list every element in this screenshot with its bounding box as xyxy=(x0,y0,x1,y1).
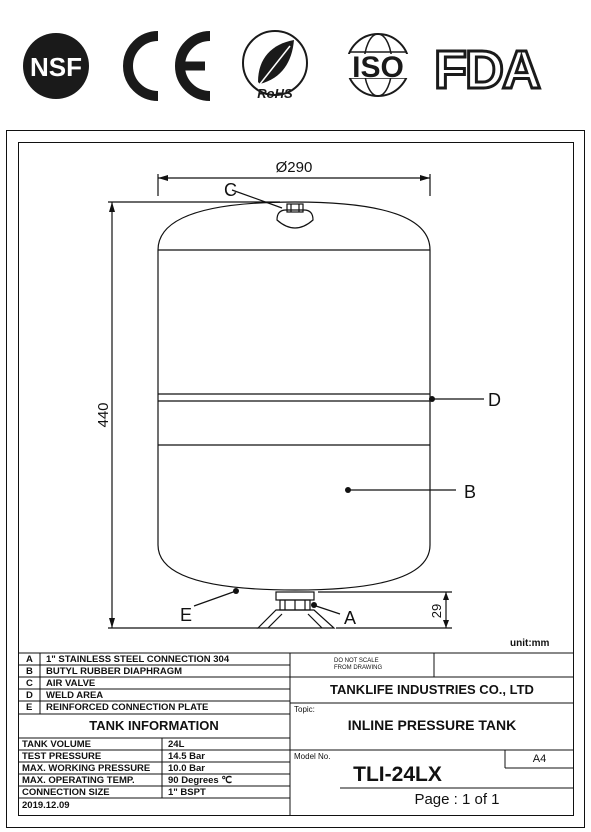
part-code-d: D xyxy=(26,690,33,701)
callout-d: D xyxy=(488,390,501,410)
operating-temp-label: MAX. OPERATING TEMP. xyxy=(22,775,135,786)
tank-volume-value: 24L xyxy=(168,739,185,750)
paper-size: A4 xyxy=(532,753,547,765)
scale-note-line-2: FROM DRAWING xyxy=(334,665,383,671)
svg-text:FDA: FDA xyxy=(434,40,540,100)
part-desc-d: WELD AREA xyxy=(46,690,104,701)
svg-text:ISO: ISO xyxy=(352,51,404,84)
part-code-e: E xyxy=(26,702,33,713)
svg-text:RoHS: RoHS xyxy=(257,86,293,101)
working-pressure-label: MAX. WORKING PRESSURE xyxy=(22,763,151,774)
part-desc-c: AIR VALVE xyxy=(46,678,96,689)
callout-a: A xyxy=(344,608,356,628)
unit-label: unit:mm xyxy=(510,638,550,649)
air-valve xyxy=(276,209,314,229)
base-connection xyxy=(256,591,336,629)
tank-volume-label: TANK VOLUME xyxy=(22,739,91,750)
page-indicator: Page : 1 of 1 xyxy=(414,791,500,808)
nsf-logo: NSF xyxy=(23,33,89,99)
ce-logo xyxy=(123,31,211,101)
drawing-border-inner xyxy=(18,142,574,816)
connection-size-label: CONNECTION SIZE xyxy=(22,787,110,798)
diameter-dimension: Ø290 xyxy=(276,159,313,176)
topic-label: Topic: xyxy=(294,705,315,714)
base-height-dimension: 29 xyxy=(429,604,444,618)
part-desc-e: REINFORCED CONNECTION PLATE xyxy=(46,702,209,713)
working-pressure-value: 10.0 Bar xyxy=(168,763,205,774)
part-code-a: A xyxy=(26,654,33,665)
tank-info-title: TANK INFORMATION xyxy=(89,718,219,733)
rohs-logo: RoHS xyxy=(242,30,308,101)
fda-logo: FDA xyxy=(433,39,544,102)
part-desc-b: BUTYL RUBBER DIAPHRAGM xyxy=(46,666,182,677)
model-label: Model No. xyxy=(294,752,331,761)
test-pressure-value: 14.5 Bar xyxy=(168,751,205,762)
height-dimension: 440 xyxy=(95,402,112,427)
topic-value: INLINE PRESSURE TANK xyxy=(347,717,517,733)
iso-logo: ISO xyxy=(338,33,418,97)
part-desc-a: 1" STAINLESS STEEL CONNECTION 304 xyxy=(46,654,230,665)
callout-e: E xyxy=(180,605,192,625)
company-name: TANKLIFE INDUSTRIES CO., LTD xyxy=(330,682,534,697)
svg-text:NSF: NSF xyxy=(30,52,82,82)
certification-logos: NSF RoHS ISO FDA xyxy=(23,30,544,102)
callout-b: B xyxy=(464,482,476,502)
callout-c: C xyxy=(224,180,237,200)
model-number: TLI-24LX xyxy=(353,763,442,786)
scale-note-line-1: DO NOT SCALE xyxy=(334,658,379,664)
drawing-date: 2019.12.09 xyxy=(22,800,70,811)
leaf-icon xyxy=(258,40,294,84)
part-code-c: C xyxy=(26,678,33,689)
connection-size-value: 1" BSPT xyxy=(168,787,206,798)
test-pressure-label: TEST PRESSURE xyxy=(22,751,102,762)
part-code-b: B xyxy=(26,666,33,677)
drawing-border-outer xyxy=(6,130,585,828)
operating-temp-value: 90 Degrees ℃ xyxy=(168,775,233,786)
